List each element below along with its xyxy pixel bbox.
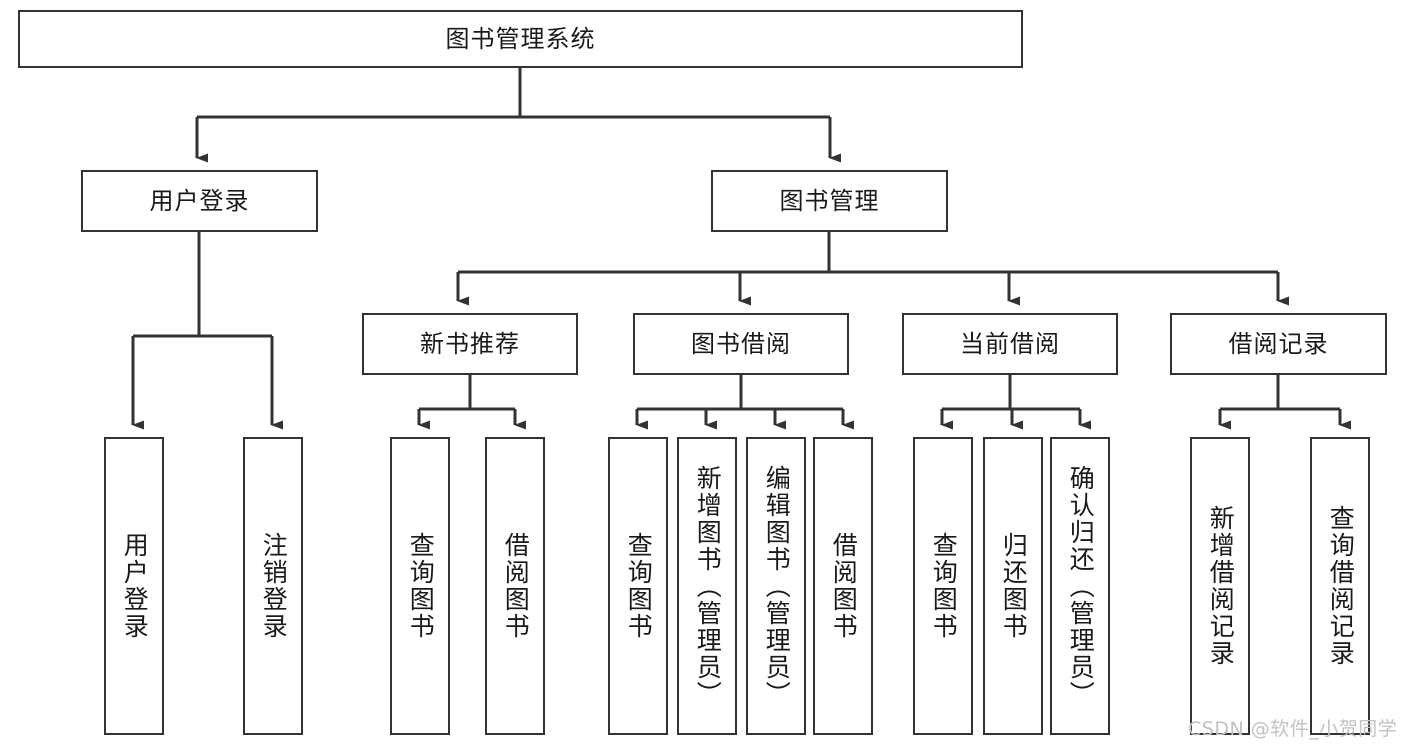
leaf-current-borrow-confirm-return-admin[interactable]: 确认归还（管理员） [1050, 437, 1110, 735]
node-label: 借阅记录 [1228, 329, 1329, 358]
leaf-new-book-borrow[interactable]: 借阅图书 [485, 437, 545, 735]
csdn-watermark: CSDN @软件_小贺同学 [1188, 718, 1398, 740]
node-root-book-management-system[interactable]: 图书管理系统 [18, 10, 1023, 68]
leaf-borrow-record-add[interactable]: 新增借阅记录 [1190, 437, 1250, 735]
leaf-book-borrow-query[interactable]: 查询图书 [608, 437, 668, 735]
node-current-borrow[interactable]: 当前借阅 [902, 313, 1118, 375]
leaf-user-login-login[interactable]: 用户登录 [104, 437, 164, 735]
leaf-book-borrow-add-admin[interactable]: 新增图书（管理员） [677, 437, 737, 735]
leaf-current-borrow-return[interactable]: 归还图书 [983, 437, 1043, 735]
node-label: 查询图书 [929, 532, 959, 640]
node-label: 图书借阅 [691, 329, 791, 358]
node-label: 借阅图书 [829, 532, 859, 640]
leaf-new-book-query[interactable]: 查询图书 [390, 437, 450, 735]
node-label: 新增借阅记录 [1206, 505, 1236, 667]
node-label: 注销登录 [259, 532, 289, 640]
leaf-book-borrow-edit-admin[interactable]: 编辑图书（管理员） [746, 437, 806, 735]
node-label: 用户登录 [149, 186, 250, 215]
node-label: 归还图书 [999, 532, 1029, 640]
node-label: 新书推荐 [420, 329, 520, 358]
node-label: 用户登录 [120, 532, 150, 640]
node-book-borrow[interactable]: 图书借阅 [633, 313, 849, 375]
node-label: 图书管理 [779, 186, 880, 215]
node-label: 借阅图书 [501, 532, 531, 640]
leaf-book-borrow-borrow[interactable]: 借阅图书 [813, 437, 873, 735]
leaf-current-borrow-query[interactable]: 查询图书 [913, 437, 973, 735]
node-new-book-recommend[interactable]: 新书推荐 [362, 313, 578, 375]
node-label: 查询借阅记录 [1326, 505, 1356, 667]
node-book-management[interactable]: 图书管理 [711, 170, 948, 232]
node-label: 查询图书 [624, 532, 654, 640]
leaf-user-login-logout[interactable]: 注销登录 [243, 437, 303, 735]
node-label: 查询图书 [406, 532, 436, 640]
node-user-login[interactable]: 用户登录 [81, 170, 318, 232]
node-label: 当前借阅 [960, 329, 1060, 358]
node-borrow-record[interactable]: 借阅记录 [1170, 313, 1387, 375]
leaf-borrow-record-query[interactable]: 查询借阅记录 [1310, 437, 1370, 735]
node-label: 新增图书（管理员） [693, 464, 723, 708]
node-label: 图书管理系统 [445, 24, 596, 53]
node-label: 编辑图书（管理员） [762, 464, 792, 708]
node-label: 确认归还（管理员） [1066, 464, 1096, 708]
